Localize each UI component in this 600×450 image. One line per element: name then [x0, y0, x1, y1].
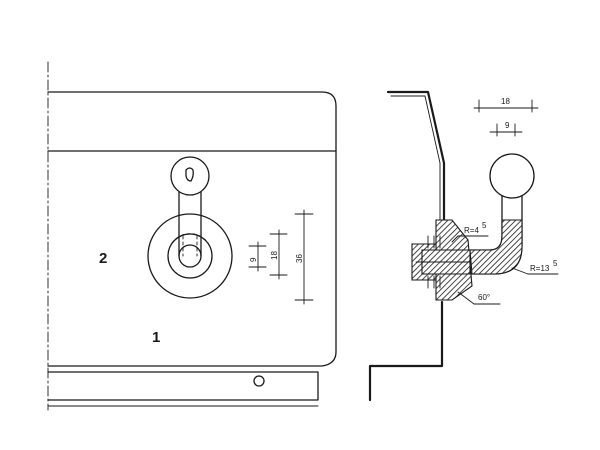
- part-label-1: 1: [152, 329, 160, 346]
- ball-mark: [185, 167, 194, 182]
- part-label-2: 2: [99, 250, 107, 267]
- angle-label: 60°: [478, 293, 490, 302]
- dimension-36: 36: [294, 209, 314, 305]
- dimension-9-top-label: 9: [505, 121, 510, 130]
- dimension-9: 9: [248, 241, 267, 272]
- dimension-18-label: 18: [270, 251, 279, 260]
- front-view: 2 1 9 18 36: [47, 61, 337, 411]
- dimension-18: 18: [269, 229, 288, 280]
- lower-sill: [47, 371, 319, 401]
- mount-outer-circle: [147, 213, 233, 299]
- hook-neck-fill: [469, 219, 523, 275]
- radius-large-label: R=13: [530, 264, 550, 273]
- radius-small-label: R=4: [464, 226, 479, 235]
- radius-large-note: R=13 5: [511, 259, 559, 275]
- tow-ball-section: [489, 153, 535, 199]
- sill-hole: [253, 375, 265, 387]
- dimension-18-top-label: 18: [501, 97, 510, 106]
- tow-ball: [170, 156, 210, 196]
- dimension-18-top: 18: [473, 97, 539, 113]
- mount-hidden-arc: [171, 233, 209, 244]
- radius-small-note: R=4 5: [451, 221, 489, 243]
- dimension-36-label: 36: [295, 254, 304, 263]
- bumper-sheet-inner: [390, 95, 441, 237]
- bumper-sheet-profile: [386, 90, 446, 238]
- dimension-9-top: 9: [489, 121, 523, 137]
- mount-inner-circle: [178, 244, 202, 268]
- radius-small-sup: 5: [482, 221, 487, 230]
- radius-large-sup: 5: [553, 259, 558, 268]
- section-view: 18 9 R=4 5 R=13 5 60°: [368, 90, 559, 402]
- mount-middle-circle: [167, 233, 213, 279]
- bumper-sheet-lower: [368, 300, 444, 402]
- dimension-9-label: 9: [249, 257, 258, 262]
- bumper-plate-outline: [47, 91, 337, 367]
- thread-ticks: [427, 235, 441, 289]
- angle-note: 60°: [457, 291, 501, 305]
